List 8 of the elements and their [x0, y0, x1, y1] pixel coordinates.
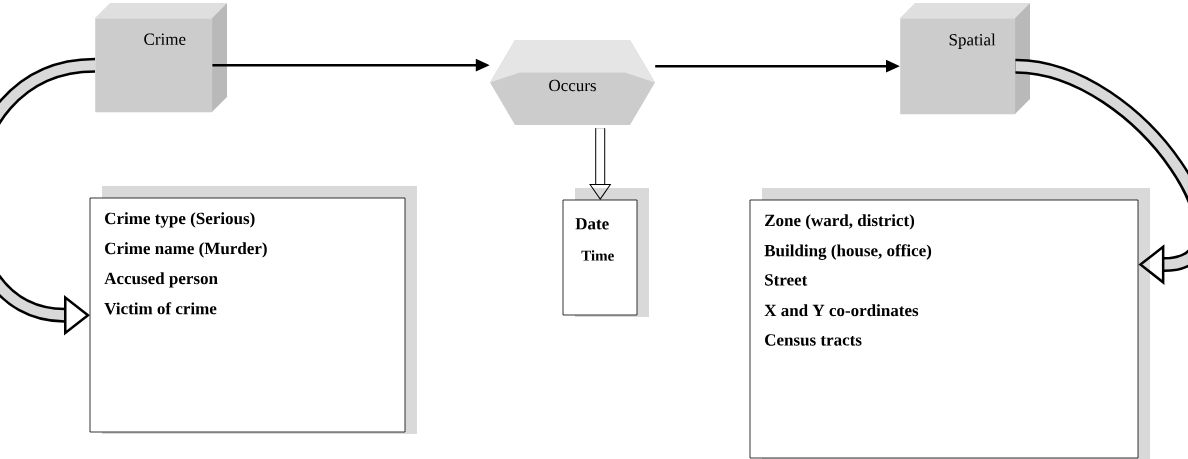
text-card: Zone (ward, district) Building (house, office) Street X and Y co-ordinates Census tracts — [749, 188, 1150, 459]
arrow — [1014, 58, 1188, 285]
text-card: Date Time — [562, 188, 649, 317]
arrow — [589, 128, 611, 200]
text-card: Crime type (Serious) Crime name (Murder) Accused person Victim of crime — [89, 186, 417, 434]
box-3d: Crime — [95, 3, 227, 113]
box-3d: Spatial — [900, 3, 1030, 115]
process-hexagon: Occurs — [490, 40, 655, 125]
